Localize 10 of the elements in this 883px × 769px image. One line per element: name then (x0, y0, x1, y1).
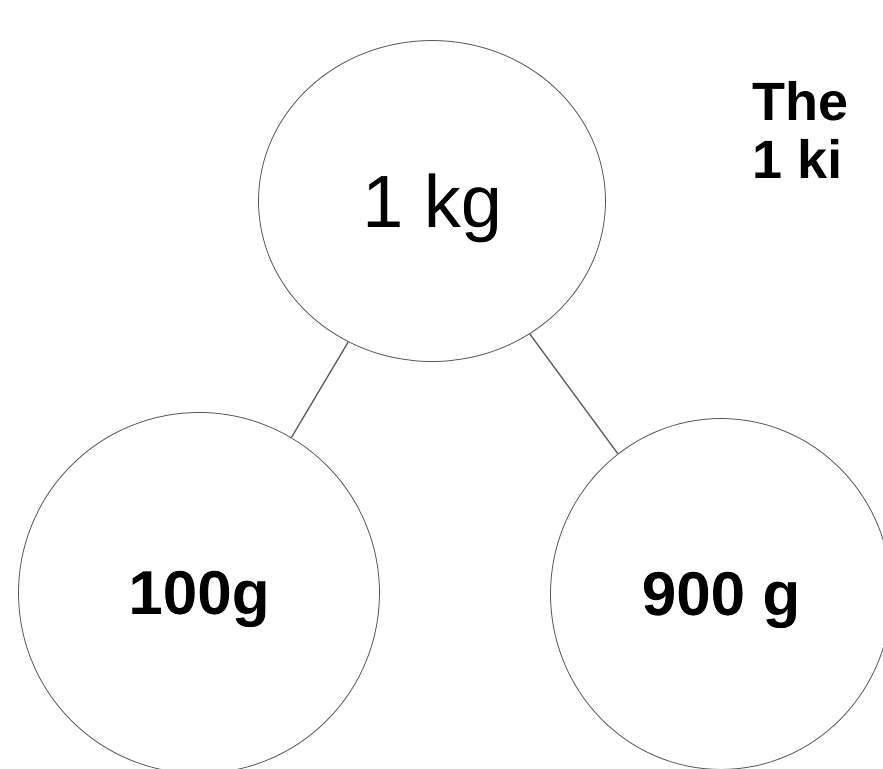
circle (550, 418, 883, 769)
circle (258, 40, 606, 362)
heading-text: The (752, 72, 848, 132)
connector-line (290, 342, 349, 438)
weight-label: 100g (128, 558, 270, 628)
heading-text: 1 ki (752, 130, 842, 190)
circle (18, 412, 380, 769)
connector-line (529, 334, 618, 454)
weight-label: 1 kg (362, 158, 502, 244)
weight-label: 900 g (642, 558, 800, 630)
